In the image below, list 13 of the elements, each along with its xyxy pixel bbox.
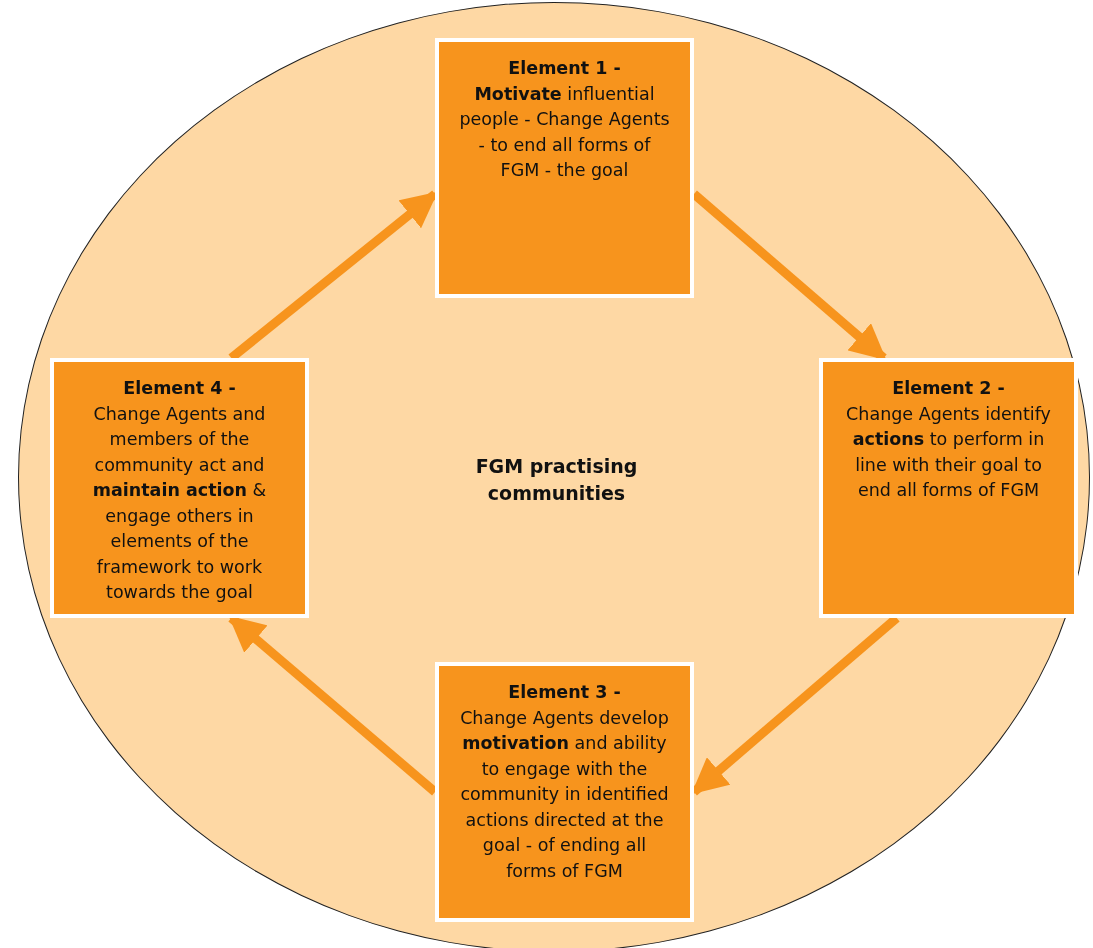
box-heading: Element 4 - xyxy=(122,377,237,400)
box-text: Motivate influential people - Change Agents - to end all forms of FGM - the goal xyxy=(458,82,671,182)
box-text: Change Agents identify actions to perform in line with their goal to end all forms of FGM xyxy=(845,402,1052,502)
center-label: FGM practising communities xyxy=(474,454,639,506)
box-heading: Element 3 - xyxy=(507,681,622,704)
element-box xyxy=(50,358,309,618)
box-text: Change Agents develop motivation and ability to engage with the community in identified actions directed at the goal - of ending all forms of FGM xyxy=(459,706,670,883)
box-text: Change Agents and members of the community act and maintain action & engage others in elements of the framework to work towards the goal xyxy=(91,402,268,604)
element-box xyxy=(435,38,694,298)
box-heading: Element 1 - xyxy=(507,57,622,80)
element-box xyxy=(819,358,1078,618)
box-heading: Element 2 - xyxy=(891,377,1006,400)
element-box xyxy=(435,662,694,922)
